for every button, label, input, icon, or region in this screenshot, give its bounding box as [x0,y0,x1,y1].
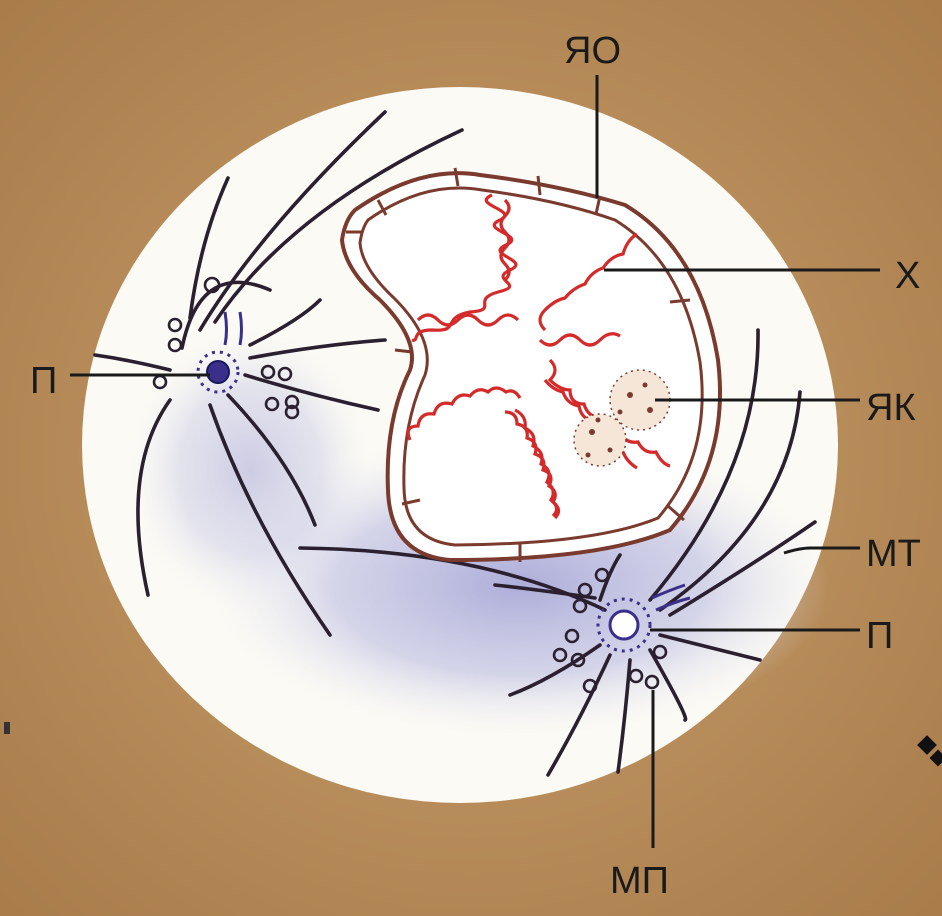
label-centriole-left: П [30,360,57,402]
label-nucleolus: ЯК [866,387,916,429]
label-chromosomes: Х [895,255,920,297]
left-edge-mark [4,722,10,734]
label-nuclear-envelope: ЯО [564,30,621,72]
cytoplasm-shade-left [130,330,370,610]
label-mtoc: МП [610,860,669,902]
label-centriole-right: П [866,615,893,657]
label-microtubules: МТ [866,533,921,575]
